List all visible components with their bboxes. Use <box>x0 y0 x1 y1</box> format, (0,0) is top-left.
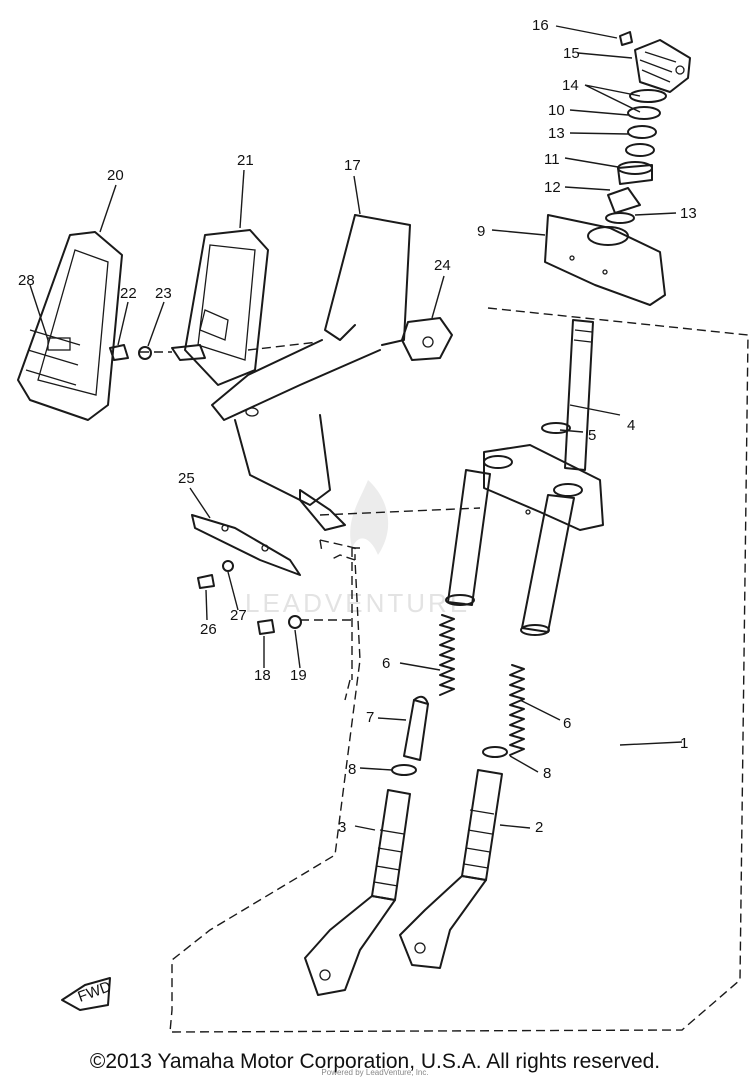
callout-28: 28 <box>18 272 35 289</box>
inner-fork-tubes <box>445 469 575 636</box>
callout-12: 12 <box>544 179 561 196</box>
part-9-upper-bracket <box>544 214 666 306</box>
part-28-indicator-panel <box>25 329 81 386</box>
callout-16: 16 <box>532 17 549 34</box>
callout-27: 27 <box>230 607 247 624</box>
callout-17: 17 <box>344 157 361 174</box>
copyright-notice: ©2013 Yamaha Motor Corporation, U.S.A. A… <box>89 1050 661 1073</box>
callout-numbers: 1 2 3 4 5 6 6 7 8 8 9 10 11 12 13 13 14 … <box>18 17 697 836</box>
part-17-headlight-stay <box>211 214 411 531</box>
callout-leaders <box>29 25 683 831</box>
callout-6a: 6 <box>382 655 390 672</box>
callout-8a: 8 <box>348 761 356 778</box>
callout-6b: 6 <box>563 715 571 732</box>
callout-25: 25 <box>178 470 195 487</box>
callout-23: 23 <box>155 285 172 302</box>
part-16-bolt <box>619 31 633 46</box>
part-2-outer-tube-right <box>399 769 503 969</box>
callout-10: 10 <box>548 102 565 119</box>
part-24-clamp <box>401 317 453 361</box>
part-25-plate <box>191 514 301 576</box>
callout-19: 19 <box>290 667 307 684</box>
callout-20: 20 <box>107 167 124 184</box>
callout-1: 1 <box>680 735 688 752</box>
part-6-fork-springs <box>439 614 525 756</box>
callout-5: 5 <box>588 427 596 444</box>
callout-24: 24 <box>434 257 451 274</box>
callout-7: 7 <box>366 709 374 726</box>
watermark: LEADVENTURE <box>245 480 470 618</box>
part-22-23-small-hardware <box>109 344 206 361</box>
callout-11: 11 <box>544 151 560 168</box>
powered-by-text: Powered by LeadVenture, Inc. <box>321 1068 429 1077</box>
callout-3: 3 <box>338 819 346 836</box>
callout-13a: 13 <box>548 125 565 142</box>
fwd-arrow-icon: FWD <box>61 977 114 1011</box>
callout-15: 15 <box>563 45 580 62</box>
callout-4: 4 <box>627 417 635 434</box>
callout-26: 26 <box>200 621 217 638</box>
callout-14: 14 <box>562 77 579 94</box>
callout-8b: 8 <box>543 765 551 782</box>
part-8-rings <box>391 746 508 776</box>
callout-21: 21 <box>237 152 254 169</box>
dash-link-lines <box>140 341 481 701</box>
part-20-meter-housing <box>17 231 123 421</box>
part-4-steering-stem <box>483 319 604 531</box>
part-21-panel <box>184 229 269 386</box>
callout-9: 9 <box>477 223 485 240</box>
callout-2: 2 <box>535 819 543 836</box>
callout-18: 18 <box>254 667 271 684</box>
steering-stack <box>605 89 667 224</box>
part-15-top-cap <box>634 39 691 93</box>
part-7-damper-rod-piece <box>403 695 429 761</box>
part-3-outer-tube-left <box>304 789 411 996</box>
watermark-text: LEADVENTURE <box>245 588 470 618</box>
callout-13b: 13 <box>680 205 697 222</box>
fasteners-18-19-26-27 <box>197 560 302 635</box>
callout-22: 22 <box>120 285 137 302</box>
